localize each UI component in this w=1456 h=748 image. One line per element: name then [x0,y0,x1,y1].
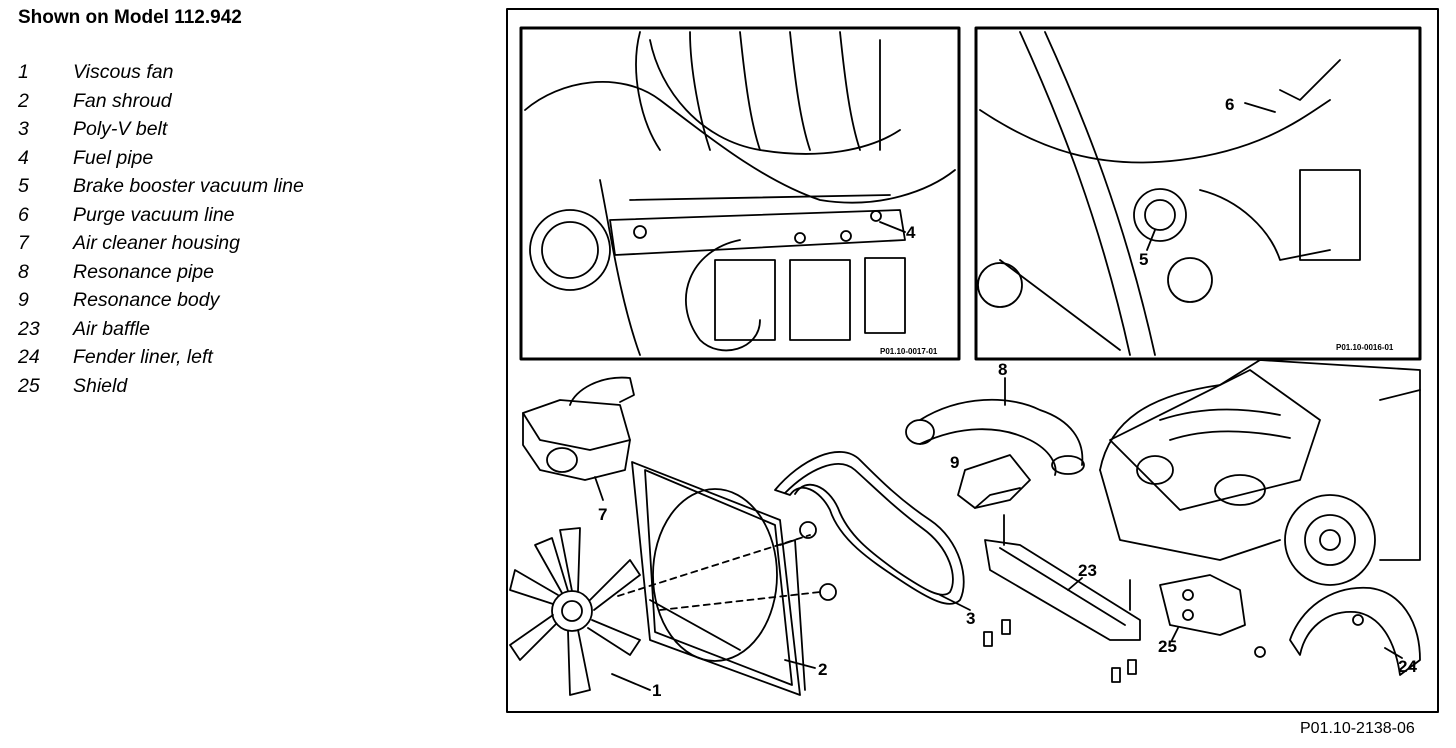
legend-label: Fuel pipe [73,146,154,169]
air-cleaner-housing: 7 [522,376,635,524]
legend-number: 9 [18,289,29,311]
callout-3: 3 [966,609,975,628]
callout-1: 1 [652,681,661,700]
legend-item: 5 Brake booster vacuum line [18,175,304,204]
callout-25: 25 [1158,637,1177,656]
legend-number: 8 [18,260,29,283]
shield: 25 [1158,574,1266,658]
legend-number: 25 [18,374,40,397]
inset-left-id: P01.10-0017-01 [880,347,938,356]
legend-number: 6 [18,203,29,226]
figure-id: P01.10-2138-06 [1300,720,1415,737]
legend-number: 5 [18,175,29,197]
legend-number: 3 [18,118,29,140]
legend-number: 1 [18,61,29,83]
callout-5: 5 [1139,250,1148,269]
legend-label: Viscous fan [73,61,174,83]
legend-number: 7 [18,232,29,254]
legend-item: 9 Resonance body [18,289,304,318]
legend-item: 25 Shield [18,375,304,404]
viscous-fan: 1 [509,527,661,700]
legend-number: 23 [18,317,40,340]
legend-item: 8 Resonance pipe [18,261,304,290]
diagram-title: Shown on Model 112.942 [18,7,242,28]
inset-fuel-pipe: 4 P01.10-0017-01 [519,26,961,361]
legend-item: 24 Fender liner, left [18,346,304,375]
legend-item: 6 Purge vacuum line [18,204,304,233]
callout-2: 2 [818,660,827,679]
legend-number: 4 [18,146,29,169]
inset-right-id: P01.10-0016-01 [1336,343,1394,352]
fender-liner: 24 [1289,586,1421,676]
legend-label: Shield [73,374,128,397]
legend-label: Fender liner, left [73,346,213,368]
legend-item: 4 Fuel pipe [18,147,304,176]
vehicle-front-view [1099,359,1421,586]
legend-label: Air cleaner housing [73,232,240,254]
legend-label: Brake booster vacuum line [73,175,304,197]
callout-7: 7 [598,505,607,524]
callout-24: 24 [1398,657,1417,676]
legend-item: 23 Air baffle [18,318,304,347]
inset-vacuum-lines: 6 5 P01.10-0016-01 [974,26,1422,361]
legend-item: 7 Air cleaner housing [18,232,304,261]
legend-label: Resonance body [73,289,220,311]
legend-number: 2 [18,89,29,112]
legend-label: Air baffle [73,317,150,340]
resonance-pipe: 8 [905,360,1085,476]
legend-number: 24 [18,346,40,368]
callout-6: 6 [1225,95,1234,114]
legend-label: Poly-V belt [73,118,168,140]
legend-label: Resonance pipe [73,260,214,283]
legend-item: 3 Poly-V belt [18,118,304,147]
legend-item: 1 Viscous fan [18,61,304,90]
callout-9: 9 [950,453,959,472]
diagram-frame [506,8,1439,713]
callout-8: 8 [998,360,1007,379]
legend-label: Fan shroud [73,89,172,112]
air-baffle: 23 [983,514,1141,683]
resonance-body: 9 [950,453,1031,509]
callout-4: 4 [906,223,916,242]
legend-item: 2 Fan shroud [18,90,304,119]
legend-label: Purge vacuum line [73,203,235,226]
fan-shroud: 2 [617,461,837,696]
poly-v-belt: 3 [774,451,975,628]
callout-23: 23 [1078,561,1097,580]
